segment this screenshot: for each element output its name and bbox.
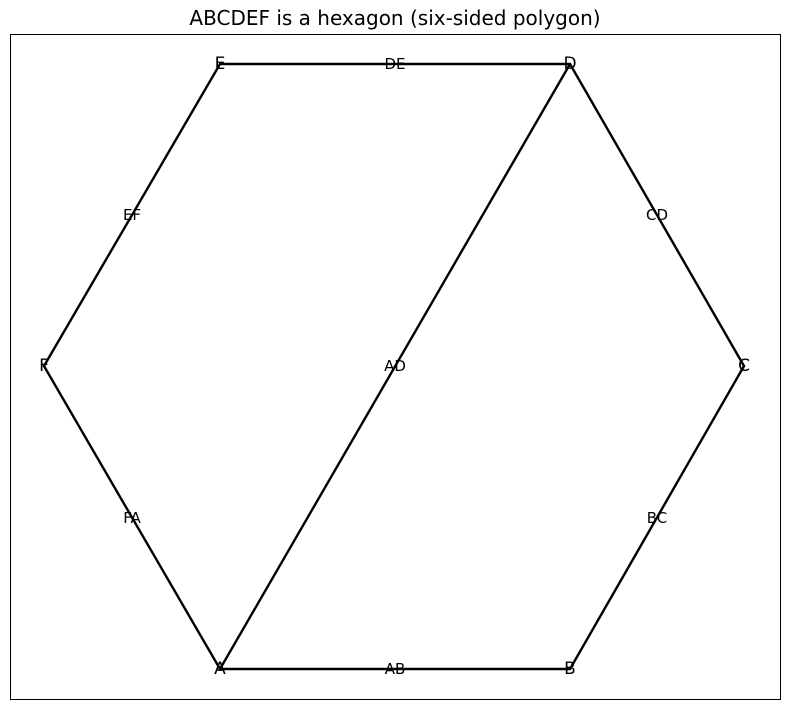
- plot-frame: [10, 34, 781, 700]
- edge-label-bc: BC: [647, 509, 668, 527]
- vertex-label-d: D: [563, 54, 576, 74]
- vertex-label-b: B: [564, 659, 576, 679]
- vertex-label-c: C: [738, 356, 750, 376]
- vertex-label-a: A: [214, 659, 226, 679]
- edge-bc: [568, 364, 746, 671]
- vertex-label-e: E: [215, 54, 226, 74]
- vertex-label-f: F: [39, 356, 49, 376]
- edge-cd: [568, 62, 746, 368]
- edge-label-ab: AB: [385, 660, 406, 678]
- edge-label-ad: AD: [384, 357, 406, 375]
- edge-label-cd: CD: [646, 206, 668, 224]
- edge-label-ef: EF: [123, 206, 141, 224]
- edge-label-fa: FA: [123, 509, 141, 527]
- edge-fa: [42, 364, 222, 671]
- edge-ef: [42, 62, 222, 368]
- diagram-title: ABCDEF is a hexagon (six-sided polygon): [189, 6, 601, 30]
- edge-label-de: DE: [384, 55, 405, 73]
- diagonal-ad: [218, 62, 572, 671]
